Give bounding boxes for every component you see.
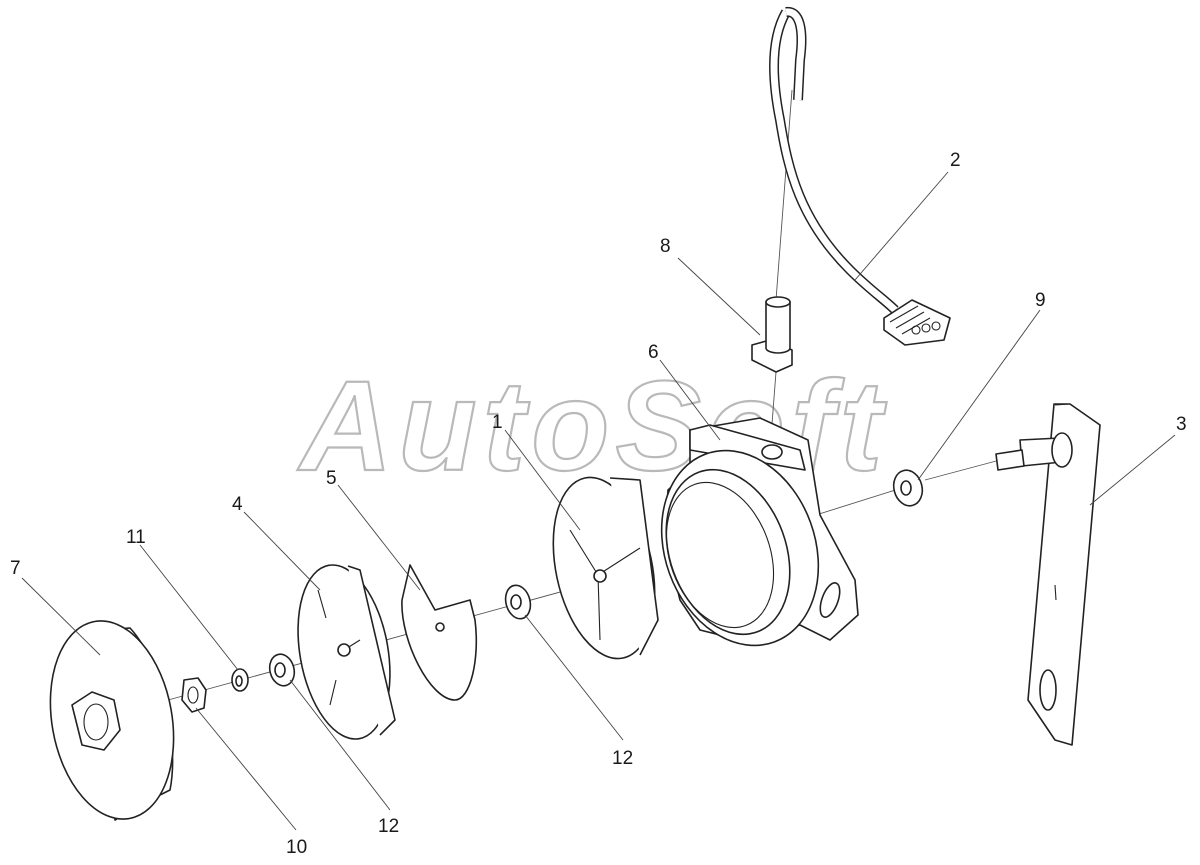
lever-part-3 — [995, 403, 1101, 746]
callout-12-left: 12 — [378, 816, 399, 837]
callout-10: 10 — [286, 837, 307, 858]
bushing-part-8 — [751, 296, 793, 373]
leader-lines — [21, 171, 1176, 831]
cable-part-2 — [768, 6, 951, 346]
stator-plate-part-4 — [297, 564, 396, 740]
connector — [883, 299, 951, 346]
callout-5: 5 — [326, 468, 337, 489]
cam-plate-part-5 — [401, 564, 478, 701]
callout-1: 1 — [492, 412, 503, 433]
watermark: AutoSoft — [297, 355, 888, 498]
washer-part-12-left — [268, 653, 296, 687]
rotor-disk-part-1 — [552, 476, 659, 660]
callout-8: 8 — [660, 236, 671, 257]
lock-washer-part-11 — [231, 668, 249, 692]
callout-12-right: 12 — [612, 748, 633, 769]
callout-7: 7 — [10, 558, 21, 579]
cap-part-7 — [49, 620, 175, 821]
washer-part-9 — [892, 469, 924, 507]
callout-labels: 2 8 9 6 3 1 5 4 11 7 12 12 10 — [10, 150, 1187, 858]
nut-part-10 — [181, 677, 207, 713]
callout-9: 9 — [1035, 290, 1046, 311]
washer-part-12-right — [504, 584, 532, 620]
housing-part-6 — [660, 417, 859, 647]
callout-4: 4 — [232, 494, 243, 515]
callout-3: 3 — [1176, 414, 1187, 435]
callout-11: 11 — [126, 527, 146, 548]
callout-2: 2 — [950, 150, 961, 171]
callout-6: 6 — [648, 342, 659, 363]
